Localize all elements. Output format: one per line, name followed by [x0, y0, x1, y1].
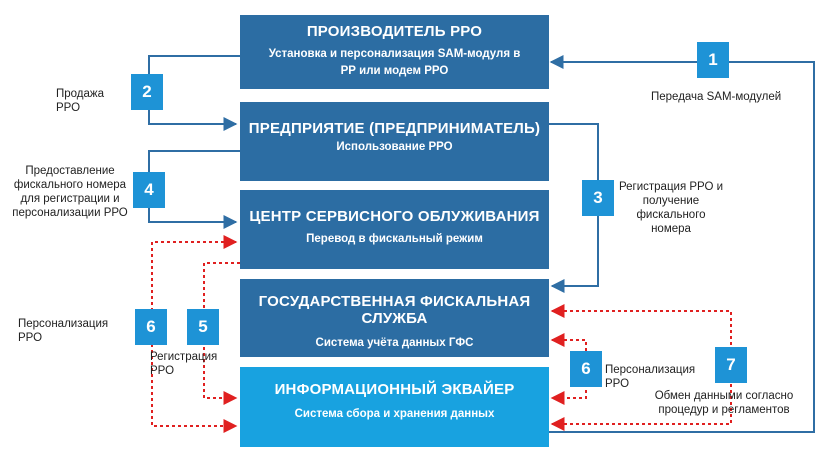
- step-2-label: Продажа РРО: [56, 88, 104, 114]
- step-7-label: Обмен данными согласно процедур и реглам…: [654, 390, 794, 416]
- fiscal-service-subtitle: Система учёта данных ГФС: [315, 337, 474, 349]
- enterprise-title: ПРЕДПРИЯТИЕ (ПРЕДПРИНИМАТЕЛЬ): [248, 120, 541, 137]
- step-7-badge: 7: [715, 347, 747, 383]
- step-5-badge: 5: [187, 309, 219, 345]
- step-1-label: Передача SAM-модулей: [651, 91, 782, 103]
- step-3-badge: 3: [582, 180, 614, 216]
- enterprise-subtitle: Использование РРО: [336, 141, 453, 153]
- step-6-label-right: Персонализация РРО: [605, 364, 696, 390]
- acquirer-subtitle: Система сбора и хранения данных: [294, 408, 495, 420]
- fiscal-service-title: ГОСУДАРСТВЕННАЯ ФИСКАЛЬНАЯ СЛУЖБА: [258, 293, 531, 327]
- enterprise-box: ПРЕДПРИЯТИЕ (ПРЕДПРИНИМАТЕЛЬ) Использова…: [240, 102, 549, 181]
- step-5-label: Регистрация РРО: [150, 351, 218, 377]
- acquirer-title: ИНФОРМАЦИОННЫЙ ЭКВАЙЕР: [274, 381, 515, 398]
- step-2-badge: 2: [131, 74, 163, 110]
- step-1-badge: 1: [697, 42, 729, 78]
- producer-subtitle: Установка и персонализация SAM-модуля в …: [268, 48, 521, 77]
- acquirer-box: ИНФОРМАЦИОННЫЙ ЭКВАЙЕР Система сбора и х…: [240, 367, 549, 447]
- arrow-sam-modules: [549, 55, 815, 433]
- producer-title: ПРОИЗВОДИТЕЛЬ РРО: [306, 23, 483, 40]
- step-6-badge-left: 6: [135, 309, 167, 345]
- producer-box: ПРОИЗВОДИТЕЛЬ РРО Установка и персонализ…: [240, 15, 549, 89]
- service-center-subtitle: Перевод в фискальный режим: [306, 233, 483, 245]
- step-4-label: Предоставление фискального номера для ре…: [12, 165, 128, 219]
- step-6-label-left: Персонализация РРО: [18, 318, 109, 344]
- service-center-title: ЦЕНТР СЕРВИСНОГО ОБЛУЖИВАНИЯ: [249, 208, 540, 225]
- step-3-label: Регистрация РРО и получение фискального …: [618, 181, 724, 235]
- fiscal-service-box: ГОСУДАРСТВЕННАЯ ФИСКАЛЬНАЯ СЛУЖБА Систем…: [240, 279, 549, 357]
- step-4-badge: 4: [133, 172, 165, 208]
- service-center-box: ЦЕНТР СЕРВИСНОГО ОБЛУЖИВАНИЯ Перевод в ф…: [240, 190, 549, 269]
- step-6-badge-right: 6: [570, 351, 602, 387]
